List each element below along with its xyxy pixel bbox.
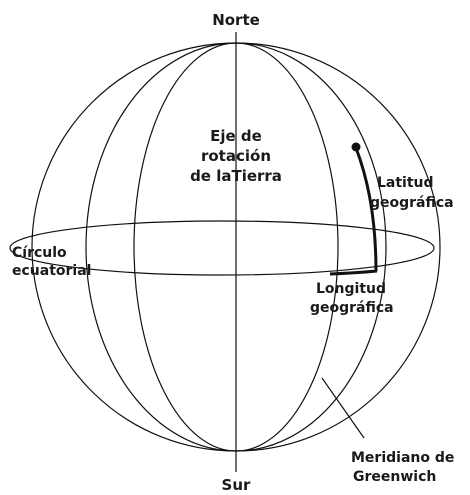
latitude-label-line2: geográfica: [370, 195, 454, 211]
south-label: Sur: [222, 476, 251, 494]
axis-label-line2: rotación: [201, 147, 271, 165]
location-point: [352, 143, 361, 152]
meridian-label-line2: Greenwich: [353, 469, 436, 485]
longitude-label-line1: Longitud: [316, 281, 386, 297]
axis-label-line3: de laTierra: [190, 167, 282, 185]
longitude-label-line2: geográfica: [310, 300, 394, 316]
axis-label-line1: Eje de: [210, 127, 262, 145]
equator-label-line1: Círculo: [12, 245, 67, 261]
equator-label-line2: ecuatorial: [12, 263, 91, 279]
meridian-label-line1: Meridiano de: [351, 450, 454, 466]
north-label: Norte: [212, 11, 260, 29]
latitude-label-line1: Latitud: [377, 175, 434, 191]
